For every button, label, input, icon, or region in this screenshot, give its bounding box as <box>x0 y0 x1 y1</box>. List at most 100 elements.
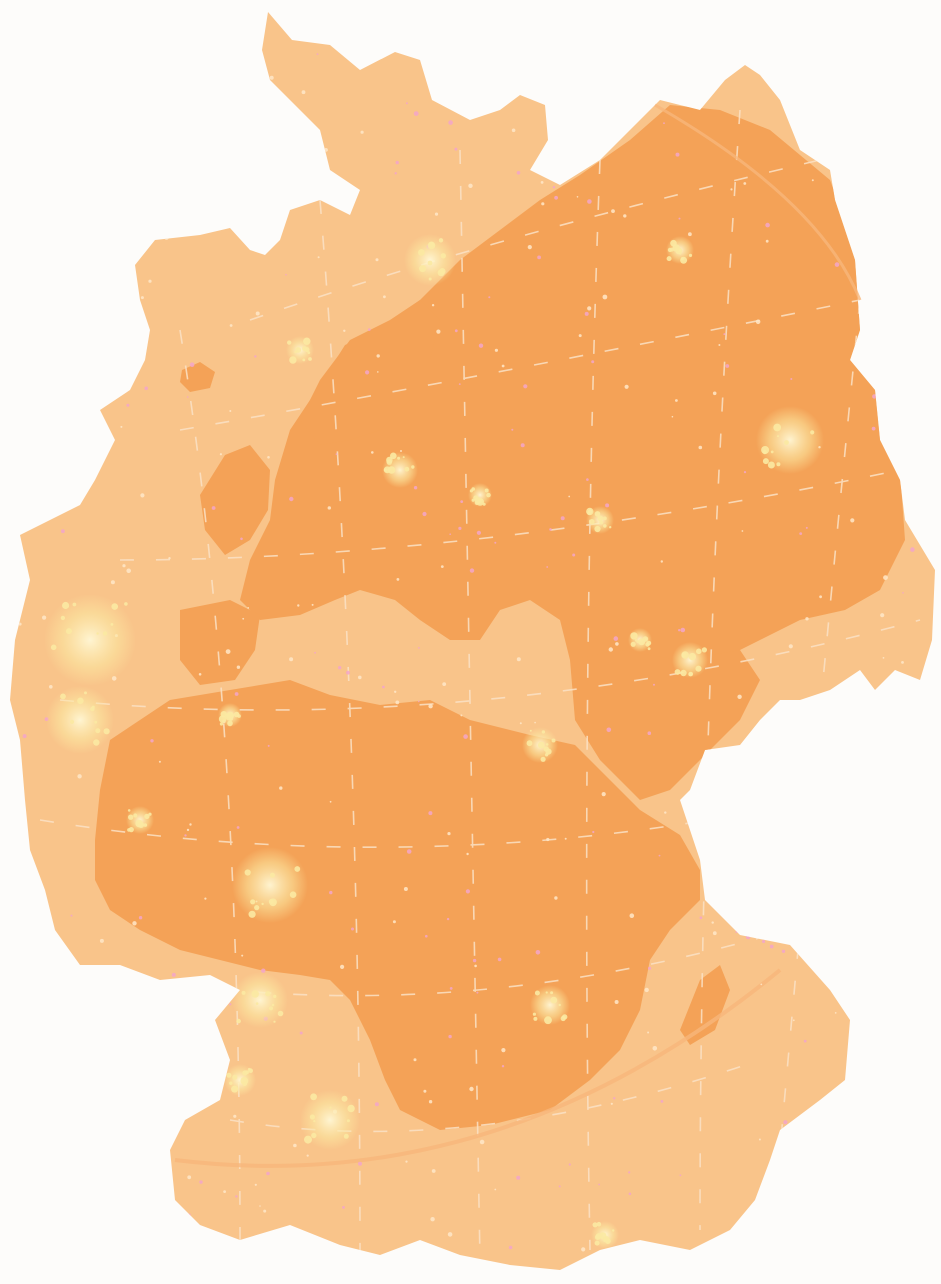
city-light-speck <box>595 1233 602 1240</box>
map-dot <box>790 378 793 380</box>
map-dot <box>284 1257 286 1259</box>
map-dot <box>788 644 793 649</box>
map-dot <box>186 396 189 398</box>
city-light-speck <box>84 691 87 695</box>
map-dot <box>890 212 894 216</box>
iceland-shape <box>180 362 215 392</box>
city-light-speck <box>247 1067 251 1071</box>
map-dot <box>852 1084 857 1089</box>
map-dot <box>171 1005 175 1009</box>
eurasia-shape <box>240 105 905 720</box>
city-light-speck <box>696 648 702 655</box>
city-light-glow <box>232 972 288 1028</box>
map-dot <box>418 700 420 703</box>
map-dot <box>466 852 469 856</box>
city-light-speck <box>634 639 638 642</box>
map-dot <box>70 914 73 917</box>
map-dot <box>794 724 798 728</box>
city-light-speck <box>688 671 694 677</box>
map-dot <box>917 291 920 295</box>
city-light-speck <box>268 1006 274 1011</box>
city-light-speck <box>72 602 77 607</box>
city-light-speck <box>609 526 612 529</box>
city-light-speck <box>526 740 533 747</box>
map-dot <box>69 336 73 340</box>
map-dot <box>434 212 439 216</box>
map-dot <box>660 1100 664 1103</box>
map-dot <box>267 744 270 747</box>
map-dot <box>765 239 769 243</box>
map-dot <box>168 557 171 560</box>
map-dot <box>122 564 126 568</box>
map-dot <box>598 1183 600 1186</box>
city-light-speck <box>440 253 446 259</box>
map-dot <box>653 683 655 686</box>
map-dot <box>184 834 187 837</box>
map-dot <box>578 334 582 338</box>
map-dot <box>18 408 23 413</box>
map-dot <box>731 37 736 42</box>
city-light-speck <box>265 991 271 997</box>
map-dot <box>896 239 899 242</box>
map-dot <box>376 354 380 358</box>
map-dot <box>236 665 241 669</box>
map-dot <box>517 48 521 52</box>
map-dot <box>902 592 904 594</box>
map-dot <box>852 80 857 84</box>
map-dot <box>501 364 505 368</box>
city-light-speck <box>701 647 708 653</box>
city-light-speck <box>273 994 277 999</box>
map-dot <box>535 950 541 955</box>
map-dot <box>658 854 661 857</box>
map-dot <box>751 780 755 784</box>
map-dot <box>624 384 629 389</box>
map-dot <box>458 383 461 385</box>
city-light-speck <box>110 623 114 626</box>
map-dot <box>851 828 856 833</box>
map-dot <box>358 675 362 680</box>
map-dot <box>242 617 245 620</box>
city-light-speck <box>102 631 108 636</box>
map-dot <box>125 254 128 257</box>
map-dot <box>104 281 110 286</box>
map-dot <box>413 486 418 490</box>
map-dot <box>158 760 161 763</box>
map-dot <box>240 537 243 541</box>
map-dot <box>760 983 763 986</box>
map-dot <box>446 917 450 921</box>
map-dot <box>476 530 481 535</box>
map-dot <box>743 182 747 185</box>
map-dot <box>850 518 855 523</box>
map-dot <box>314 651 316 654</box>
map-dot <box>148 279 152 283</box>
map-dot <box>501 1048 506 1053</box>
map-dot <box>374 1102 379 1107</box>
map-dot <box>882 657 885 659</box>
city-light-speck <box>60 693 66 700</box>
map-dot <box>447 1232 453 1237</box>
city-light-speck <box>218 715 227 723</box>
map-dot <box>452 30 456 33</box>
city-light-speck <box>329 1106 332 1109</box>
city-light-speck <box>289 356 297 364</box>
map-dot <box>465 889 470 894</box>
map-dot <box>541 202 545 206</box>
city-light-speck <box>428 277 432 281</box>
map-dot <box>644 987 649 993</box>
map-dot <box>31 55 35 59</box>
map-dot <box>152 1108 155 1111</box>
city-light-speck <box>271 1003 275 1007</box>
map-dot <box>46 294 51 300</box>
city-light-speck <box>810 430 815 435</box>
map-dot <box>329 890 333 895</box>
map-dot <box>233 1114 237 1118</box>
map-dot <box>255 311 260 316</box>
city-light-speck <box>674 669 681 675</box>
map-dot <box>18 622 22 626</box>
map-dot <box>745 934 751 940</box>
city-light-speck <box>304 347 310 353</box>
map-dot <box>229 324 233 327</box>
map-dot <box>735 931 738 933</box>
map-dot <box>405 1160 408 1163</box>
city-light-speck <box>594 525 601 533</box>
